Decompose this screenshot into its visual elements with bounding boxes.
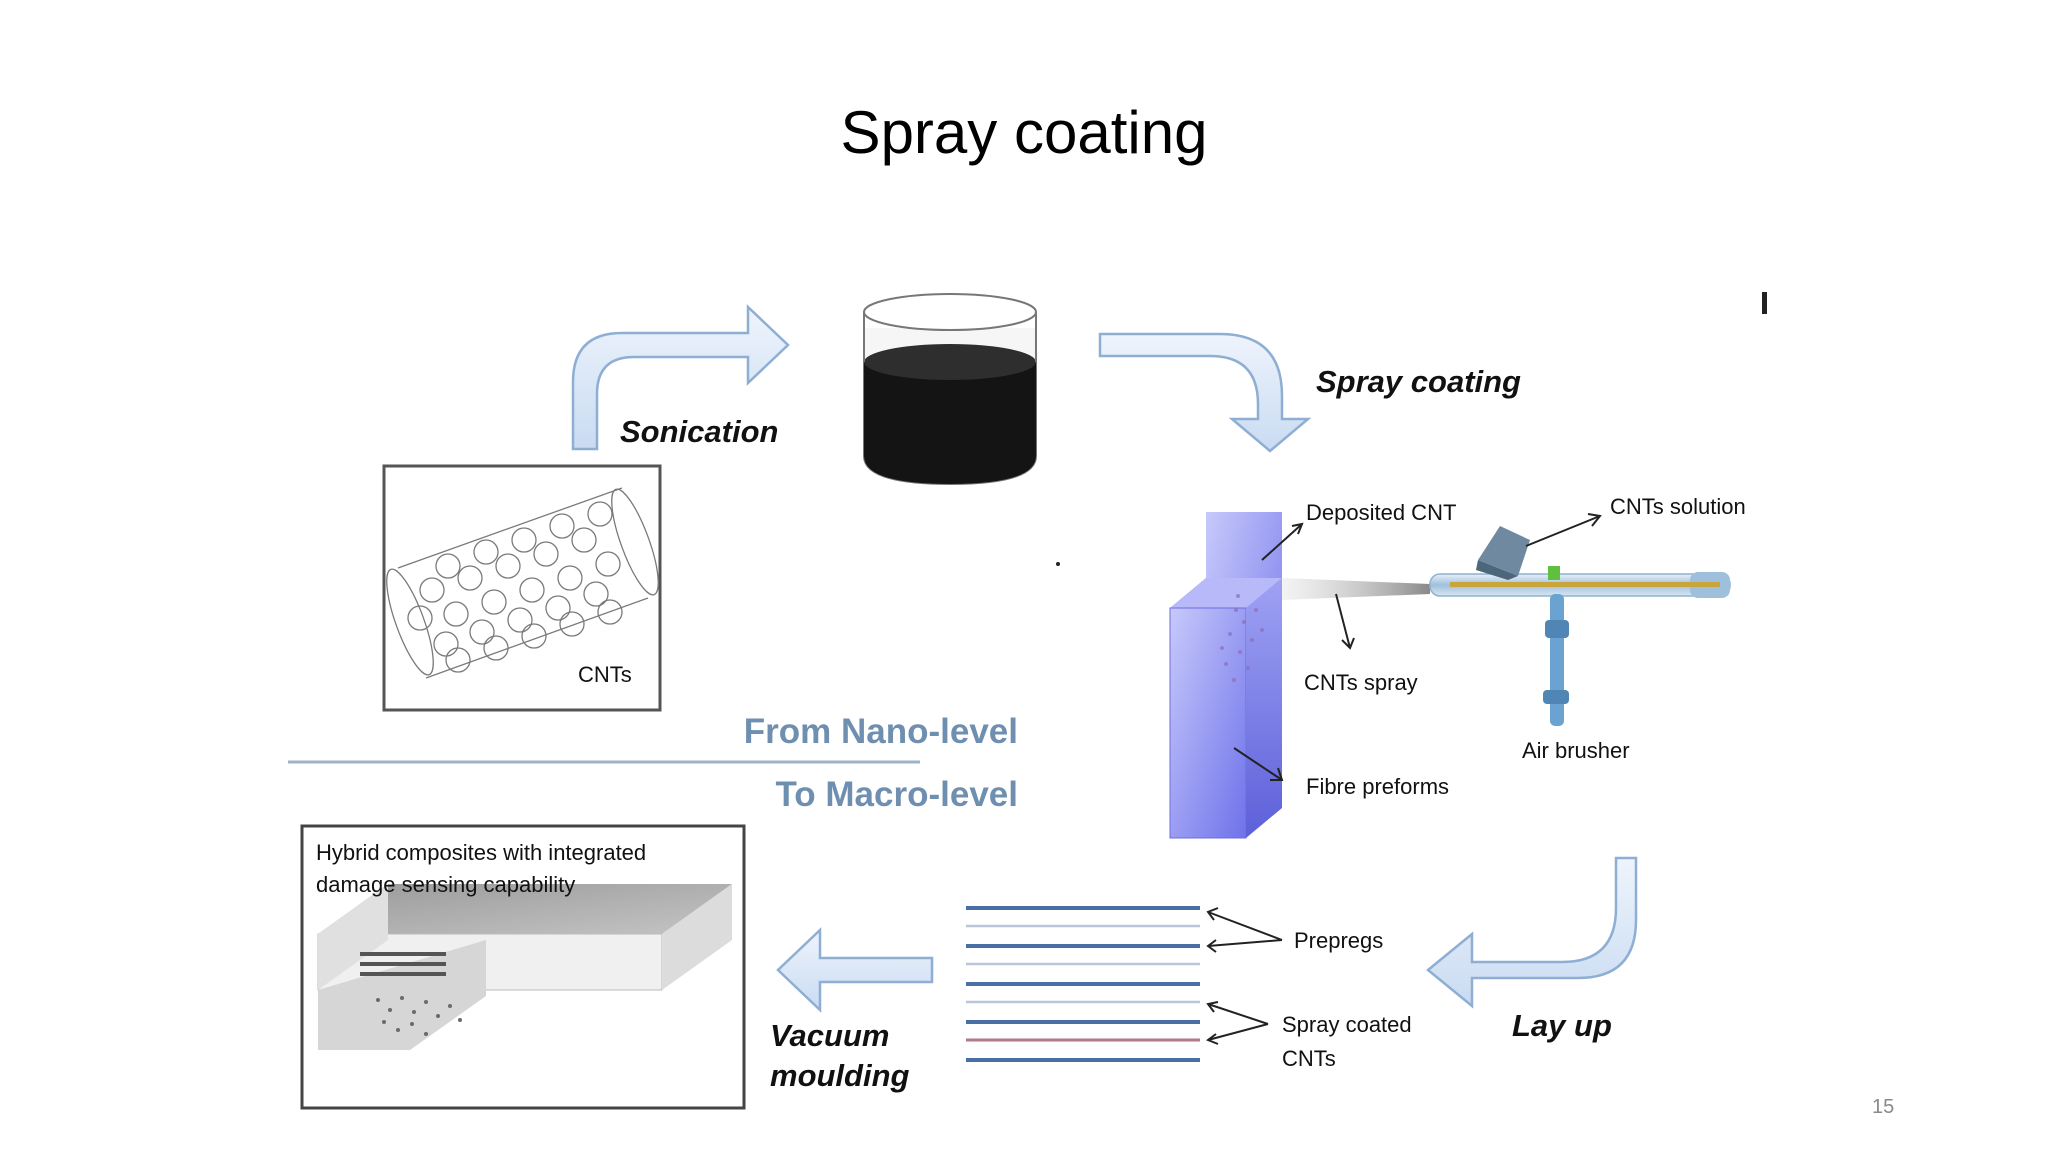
cnts-spray-label: CNTs spray [1304, 670, 1418, 695]
nanotube-icon [386, 487, 659, 679]
air-brusher-label: Air brusher [1522, 738, 1630, 763]
vacuum-step-label-line1: Vacuum [770, 1018, 889, 1053]
lay-up-step-label: Lay up [1512, 1008, 1612, 1043]
hybrid-label-line1: Hybrid composites with integrated [316, 840, 646, 865]
vacuum-step-label-line2: moulding [770, 1058, 910, 1093]
lay-up-arrow [1426, 856, 1638, 1009]
annotation-arrows [1233, 513, 1602, 781]
vacuum-moulding-arrow [776, 927, 934, 1013]
cnt-box [382, 464, 662, 712]
slide-title: Spray coating [840, 99, 1208, 166]
spray-coating-arrow [1098, 332, 1312, 453]
cnt-spray-cone [1282, 578, 1430, 600]
prepreg-pointer-arrows [1205, 907, 1283, 1045]
spray-coating-step-label: Spray coating [1316, 364, 1521, 399]
sonication-step-label: Sonication [620, 414, 778, 449]
fibre-preform-panel [1169, 512, 1282, 839]
hybrid-label-line2: damage sensing capability [316, 872, 575, 897]
to-macro-level: To Macro-level [776, 775, 1018, 814]
composite-slab [317, 884, 732, 1050]
cnts-label: CNTs [578, 662, 632, 687]
beaker [863, 293, 1037, 486]
cnts-solution-label: CNTs solution [1610, 494, 1746, 519]
deposited-cnt-dots [1220, 594, 1264, 682]
spray-coated-label-line1: Spray coated [1282, 1012, 1412, 1037]
edge-mark [1762, 292, 1767, 314]
page-number: 15 [1872, 1096, 1895, 1118]
prepregs-label: Prepregs [1294, 928, 1383, 953]
sonication-arrow [571, 304, 790, 451]
from-nano-level: From Nano-level [744, 712, 1018, 751]
spray-coated-label-line2: CNTs [1282, 1046, 1336, 1071]
deposited-cnt-label: Deposited CNT [1306, 500, 1456, 525]
speck [1056, 562, 1060, 566]
fibre-preforms-label: Fibre preforms [1306, 774, 1449, 799]
air-brusher-icon [1429, 526, 1731, 726]
prepreg-layers [966, 906, 1200, 1062]
